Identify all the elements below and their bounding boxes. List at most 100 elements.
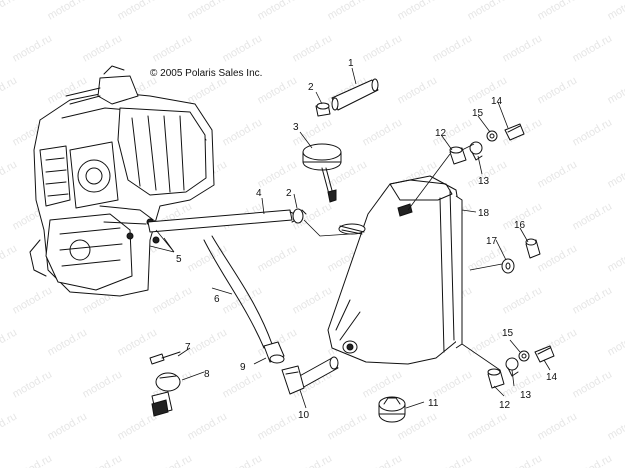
callout-3: 3 — [293, 122, 299, 133]
watermark-text: motod.ru — [221, 452, 265, 468]
watermark-text: motod.ru — [536, 74, 580, 106]
watermark-text: motod.ru — [11, 284, 55, 316]
watermark-text: motod.ru — [606, 242, 625, 274]
callout-2-upper: 2 — [308, 82, 314, 93]
watermark-text: motod.ru — [46, 326, 90, 358]
watermark-text: motod.ru — [81, 452, 125, 468]
callout-4: 4 — [256, 188, 262, 199]
bracket-8 — [152, 373, 180, 416]
watermark-text: motod.ru — [186, 326, 230, 358]
watermark-text: motod.ru — [256, 0, 300, 23]
watermark-text: motod.ru — [431, 32, 475, 64]
watermark-text: motod.ru — [536, 0, 580, 23]
watermark-text: motod.ru — [186, 0, 230, 23]
watermark-text: motod.ru — [221, 116, 265, 148]
watermark-text: motod.ru — [0, 410, 19, 442]
screw-7 — [150, 352, 180, 364]
watermark-text: motod.ru — [186, 74, 230, 106]
watermark-text: motod.ru — [256, 74, 300, 106]
watermark-text: motod.ru — [0, 0, 19, 23]
washer-15-lower — [519, 351, 529, 361]
callout-12-upper: 12 — [435, 128, 447, 139]
watermark-text: motod.ru — [81, 368, 125, 400]
cap-3 — [303, 144, 341, 202]
watermark-text: motod.ru — [361, 368, 405, 400]
copyright-notice: © 2005 Polaris Sales Inc. — [150, 68, 262, 79]
washer-17 — [502, 259, 514, 273]
watermark-text: motod.ru — [0, 74, 19, 106]
watermark-text: motod.ru — [571, 368, 615, 400]
callout-9: 9 — [240, 362, 246, 373]
watermark-text: motod.ru — [256, 158, 300, 190]
watermark-text: motod.ru — [606, 158, 625, 190]
callout-15-lower: 15 — [502, 328, 514, 339]
watermark-text: motod.ru — [11, 368, 55, 400]
callout-7: 7 — [185, 342, 191, 353]
callout-2-lower: 2 — [286, 188, 292, 199]
watermark-text: motod.ru — [0, 326, 19, 358]
watermark-text: motod.ru — [46, 0, 90, 23]
watermark-text: motod.ru — [536, 242, 580, 274]
callout-13-upper: 13 — [478, 176, 490, 187]
watermark-text: motod.ru — [11, 32, 55, 64]
callout-6: 6 — [214, 294, 220, 305]
watermark-text: motod.ru — [326, 0, 370, 23]
watermark-text: motod.ru — [501, 284, 545, 316]
watermark-text: motod.ru — [501, 32, 545, 64]
callout-5: 5 — [176, 254, 182, 265]
clamp-2-upper — [316, 103, 330, 116]
watermark-text: motod.ru — [291, 452, 335, 468]
watermark-text: motod.ru — [151, 32, 195, 64]
fitting-12-lower — [488, 369, 504, 388]
callout-12-lower: 12 — [499, 400, 511, 411]
callout-17: 17 — [486, 236, 498, 247]
callout-1: 1 — [348, 58, 354, 69]
watermark-text: motod.ru — [0, 158, 19, 190]
watermark-text: motod.ru — [606, 74, 625, 106]
watermark-text: motod.ru — [11, 452, 55, 468]
watermark-text: motod.ru — [81, 32, 125, 64]
watermark-text: motod.ru — [256, 242, 300, 274]
watermark-text: motod.ru — [256, 410, 300, 442]
watermark-text: motod.ru — [501, 452, 545, 468]
callout-16: 16 — [514, 220, 526, 231]
watermark-text: motod.ru — [291, 284, 335, 316]
grommet-13-lower — [506, 358, 518, 376]
watermark-text: motod.ru — [571, 32, 615, 64]
watermark-text: motod.ru — [361, 32, 405, 64]
watermark-text: motod.ru — [606, 326, 625, 358]
watermark-text: motod.ru — [221, 32, 265, 64]
watermark-text: motod.ru — [186, 410, 230, 442]
watermark-text: motod.ru — [431, 452, 475, 468]
watermark-text: motod.ru — [326, 410, 370, 442]
washer-15-upper — [487, 131, 497, 141]
watermark-text: motod.ru — [0, 242, 19, 274]
oil-tank-18 — [328, 176, 462, 364]
watermark-text: motod.ru — [466, 0, 510, 23]
watermark-text: motod.ru — [571, 116, 615, 148]
watermark-text: motod.ru — [116, 410, 160, 442]
callout-18: 18 — [478, 208, 490, 219]
watermark-text: motod.ru — [361, 452, 405, 468]
callout-15-upper: 15 — [472, 108, 484, 119]
watermark-text: motod.ru — [536, 158, 580, 190]
watermark-text: motod.ru — [396, 0, 440, 23]
watermark-text: motod.ru — [221, 368, 265, 400]
watermark-text: motod.ru — [571, 284, 615, 316]
watermark-text: motod.ru — [606, 0, 625, 23]
callout-13-lower: 13 — [520, 390, 532, 401]
callout-11: 11 — [428, 398, 439, 409]
callout-14-lower: 14 — [546, 372, 558, 383]
watermark-text: motod.ru — [606, 410, 625, 442]
watermark-text: motod.ru — [116, 326, 160, 358]
watermark-text: motod.ru — [466, 74, 510, 106]
watermark-text: motod.ru — [116, 0, 160, 23]
watermark-text: motod.ru — [151, 452, 195, 468]
callout-10: 10 — [298, 410, 310, 421]
watermark-text: motod.ru — [571, 200, 615, 232]
watermark-text: motod.ru — [466, 410, 510, 442]
watermark-text: motod.ru — [396, 74, 440, 106]
watermark-text: motod.ru — [571, 452, 615, 468]
